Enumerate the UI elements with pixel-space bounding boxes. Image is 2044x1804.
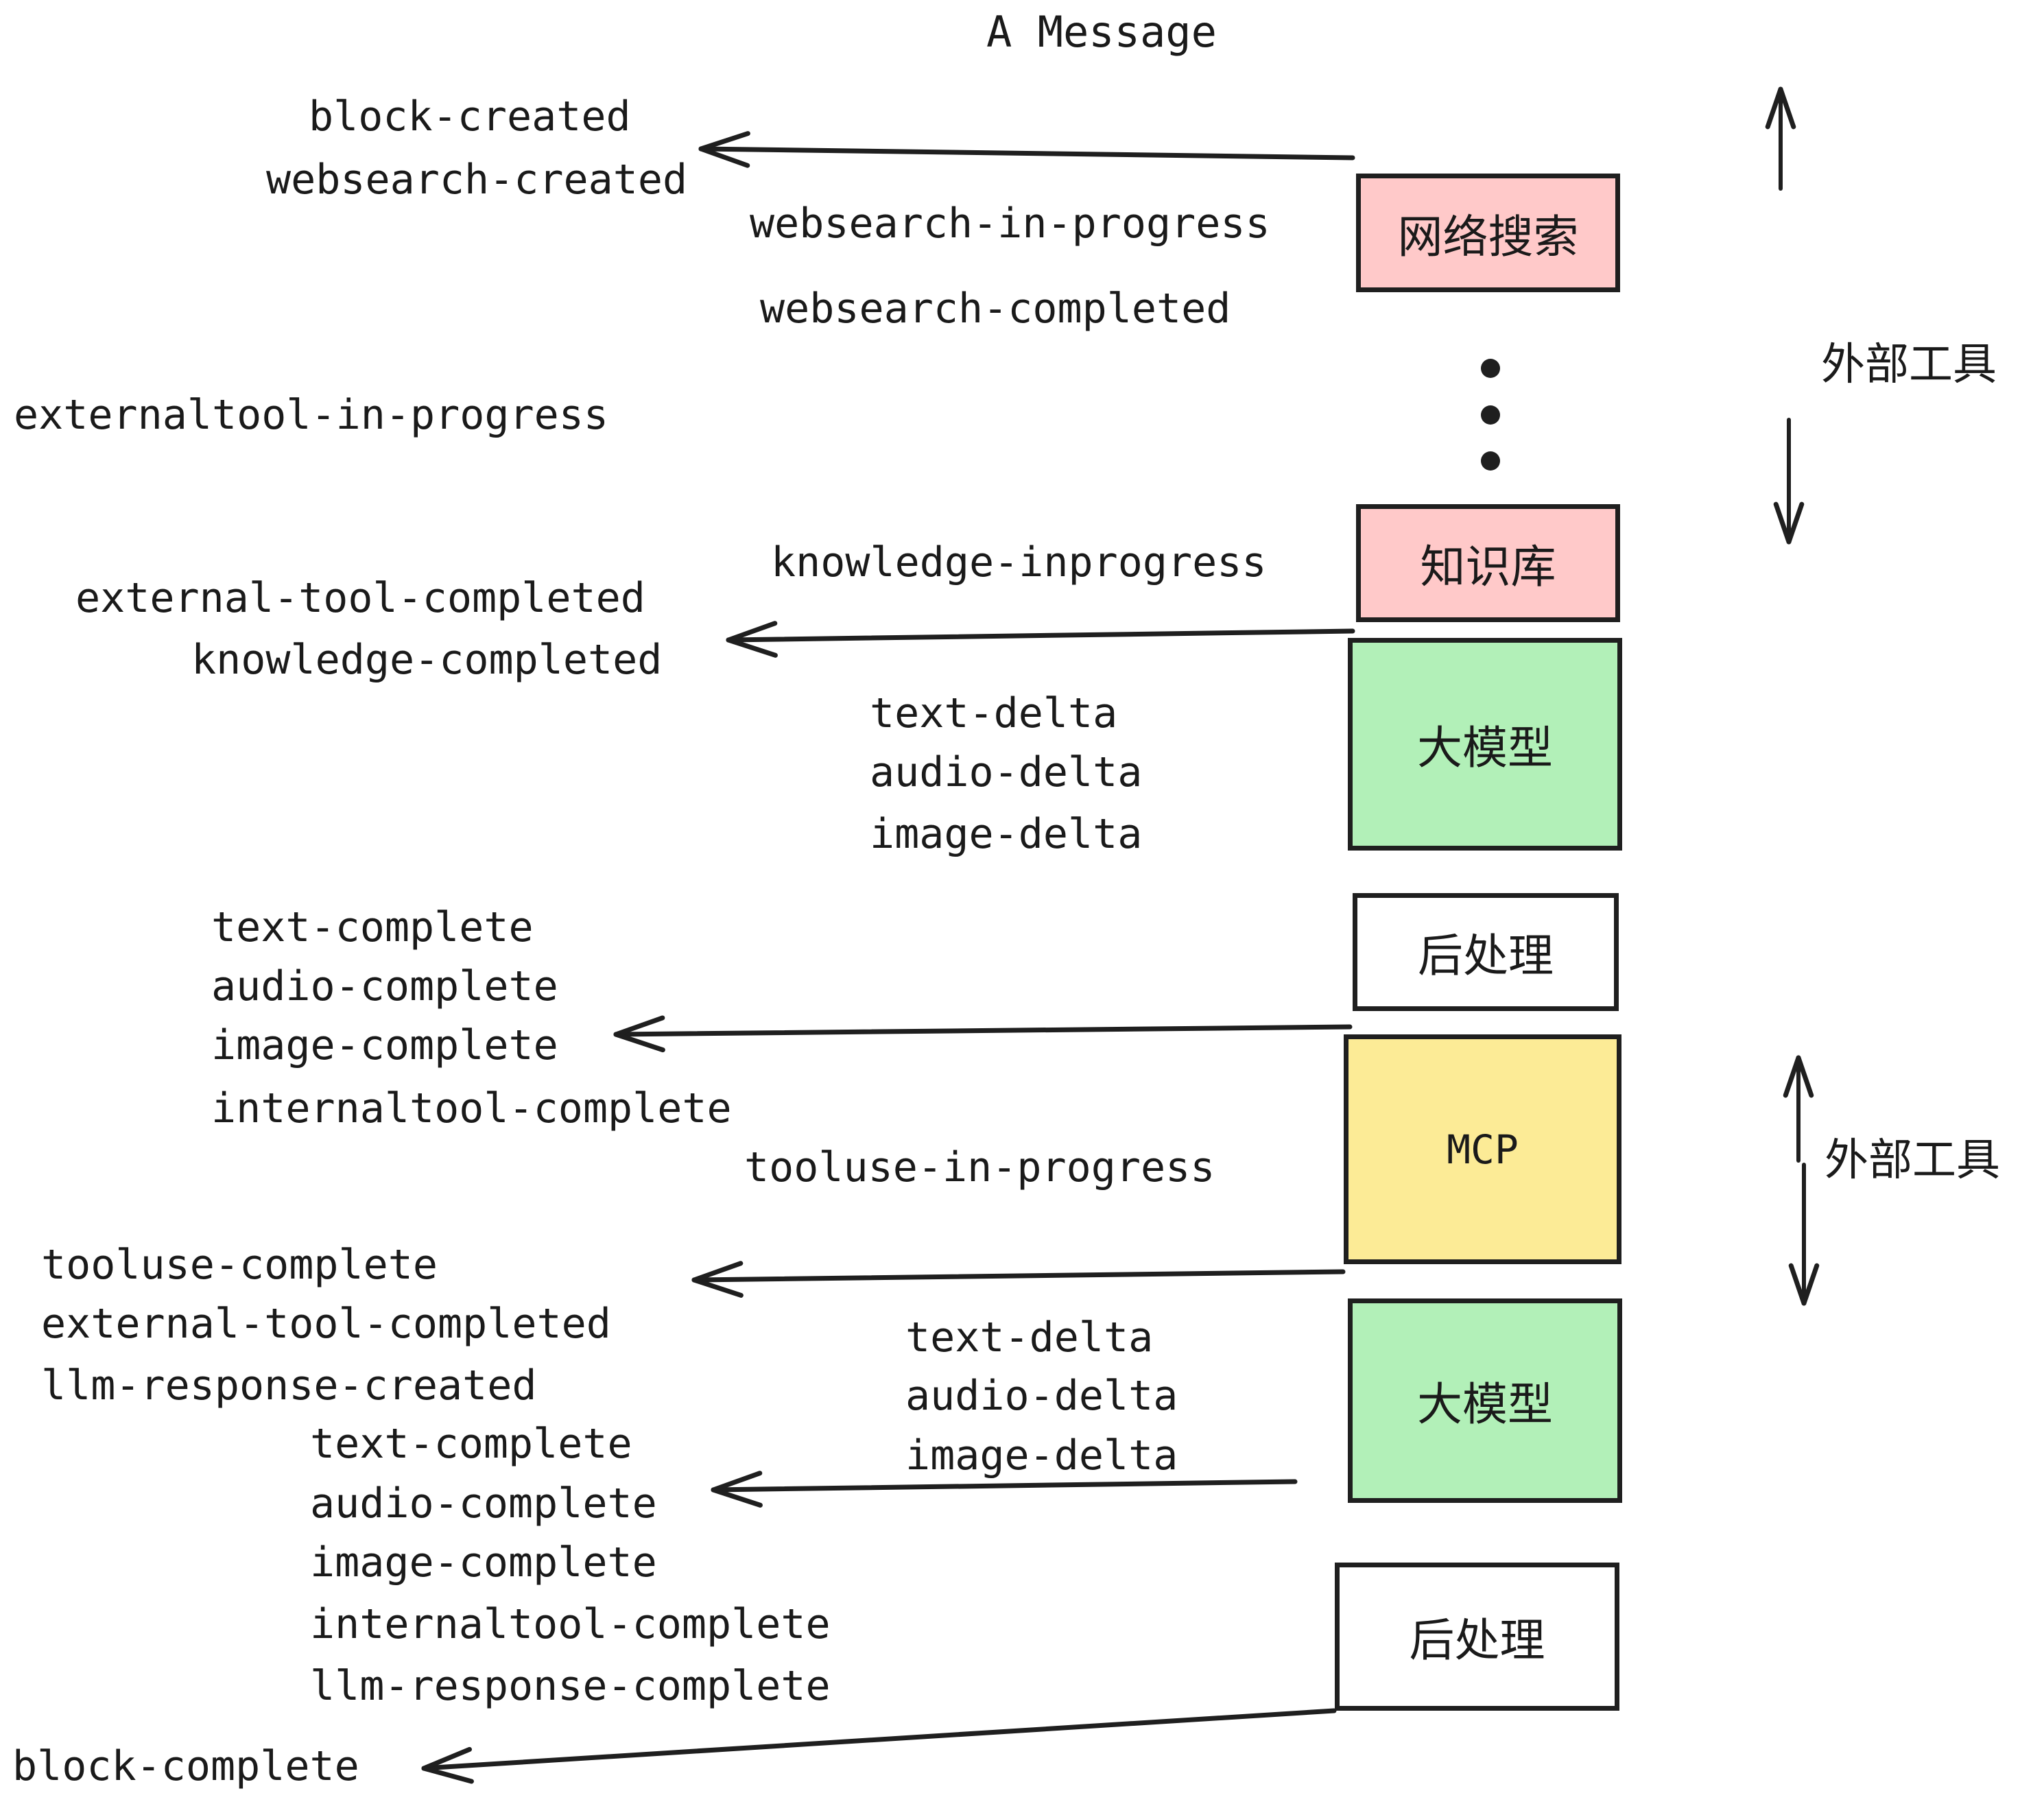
external-tools-arrow-bottom-down-head-1 xyxy=(1801,1263,1820,1306)
arrow-from-llm-2 xyxy=(711,1479,1298,1493)
event-label-llm-response-created: llm-response-created xyxy=(41,1362,537,1410)
arrow-from-postprocess-1 xyxy=(613,1024,1353,1037)
event-label-image-complete-1: image-complete xyxy=(211,1021,558,1069)
arrow-from-mcp-head-0 xyxy=(691,1261,744,1283)
event-label-audio-complete-2: audio-complete xyxy=(310,1480,657,1528)
arrow-from-postprocess-2 xyxy=(421,1708,1337,1771)
event-label-text-delta-1: text-delta xyxy=(870,689,1118,737)
external-tools-arrow-bottom-up-head-1 xyxy=(1783,1055,1801,1098)
event-label-audio-complete-1: audio-complete xyxy=(211,962,558,1010)
arrow-from-knowledge xyxy=(726,628,1355,643)
external-tools-arrow-top-up-head-0 xyxy=(1778,86,1796,130)
arrow-from-postprocess-2-head-0 xyxy=(421,1746,473,1771)
arrow-from-llm-2-head-0 xyxy=(711,1471,763,1493)
node-websearch[interactable] xyxy=(1356,174,1620,292)
external-tools-arrow-bottom-down-head-0 xyxy=(1788,1263,1807,1306)
bracket-arrow-layer xyxy=(1765,86,1820,1306)
side-label-external-tools-bottom: 外部工具 xyxy=(1825,1135,2000,1186)
event-label-audio-delta-2: audio-delta xyxy=(905,1372,1178,1420)
event-label-audio-delta-1: audio-delta xyxy=(870,748,1143,796)
arrow-from-mcp-head-1 xyxy=(691,1277,744,1298)
event-label-websearch-in-progress: websearch-in-progress xyxy=(750,200,1270,248)
arrow-from-websearch xyxy=(698,146,1355,161)
event-label-tooluse-in-progress: tooluse-in-progress xyxy=(744,1143,1215,1191)
ellipsis-dot-0 xyxy=(1481,359,1500,378)
arrow-from-websearch-head-0 xyxy=(698,131,750,152)
event-label-external-tool-completed-2: external-tool-completed xyxy=(41,1300,611,1348)
event-label-knowledge-inprogress: knowledge-inprogress xyxy=(771,538,1267,586)
side-label-external-tools-top: 外部工具 xyxy=(1821,340,1997,390)
event-label-text-delta-2: text-delta xyxy=(905,1314,1154,1362)
node-mcp[interactable] xyxy=(1344,1034,1621,1264)
external-tools-arrow-top-up-head-1 xyxy=(1765,86,1783,130)
ellipsis-dot-1 xyxy=(1481,405,1500,425)
external-tools-arrow-top-down-head-0 xyxy=(1773,501,1792,545)
event-label-internaltool-complete-1: internaltool-complete xyxy=(211,1084,732,1132)
diagram-title: A Message xyxy=(986,7,1217,57)
arrow-layer xyxy=(421,131,1355,1784)
event-label-internaltool-complete-2: internaltool-complete xyxy=(310,1600,831,1648)
arrow-from-mcp xyxy=(691,1269,1346,1283)
arrow-from-postprocess-2-head-1 xyxy=(421,1766,474,1784)
event-label-websearch-created: websearch-created xyxy=(266,156,688,204)
external-tools-arrow-top-down-head-1 xyxy=(1786,501,1805,545)
event-label-image-complete-2: image-complete xyxy=(310,1539,657,1587)
arrow-from-knowledge-head-1 xyxy=(726,637,778,658)
node-postprocess-2[interactable] xyxy=(1335,1563,1619,1711)
node-llm-1[interactable] xyxy=(1348,638,1622,851)
node-llm-2[interactable] xyxy=(1348,1298,1622,1503)
external-tools-arrow-bottom-up-head-0 xyxy=(1796,1055,1814,1098)
event-label-block-complete: block-complete xyxy=(12,1742,359,1790)
event-label-knowledge-completed: knowledge-completed xyxy=(191,636,663,684)
arrow-from-postprocess-1-head-0 xyxy=(613,1015,665,1037)
event-label-text-complete-2: text-complete xyxy=(310,1420,632,1468)
ellipsis-dot-2 xyxy=(1481,451,1500,471)
event-label-external-tool-completed-1: external-tool-completed xyxy=(75,574,645,622)
event-label-text-complete-1: text-complete xyxy=(211,903,534,951)
event-label-image-delta-1: image-delta xyxy=(870,810,1143,858)
event-label-tooluse-complete: tooluse-complete xyxy=(41,1241,438,1289)
arrow-from-llm-2-head-1 xyxy=(711,1487,763,1508)
ellipsis-layer xyxy=(1481,359,1500,471)
event-label-websearch-completed: websearch-completed xyxy=(760,285,1231,333)
event-label-llm-response-complete: llm-response-complete xyxy=(310,1662,831,1710)
node-postprocess-1[interactable] xyxy=(1353,893,1619,1011)
event-label-block-created: block-created xyxy=(309,93,631,141)
arrow-from-postprocess-1-head-1 xyxy=(613,1032,665,1053)
arrow-from-knowledge-head-0 xyxy=(726,621,778,643)
event-label-image-delta-2: image-delta xyxy=(905,1432,1178,1480)
node-knowledge[interactable] xyxy=(1356,504,1620,622)
arrow-from-websearch-head-1 xyxy=(698,146,750,168)
event-label-externaltool-in-progress: externaltool-in-progress xyxy=(14,391,608,439)
